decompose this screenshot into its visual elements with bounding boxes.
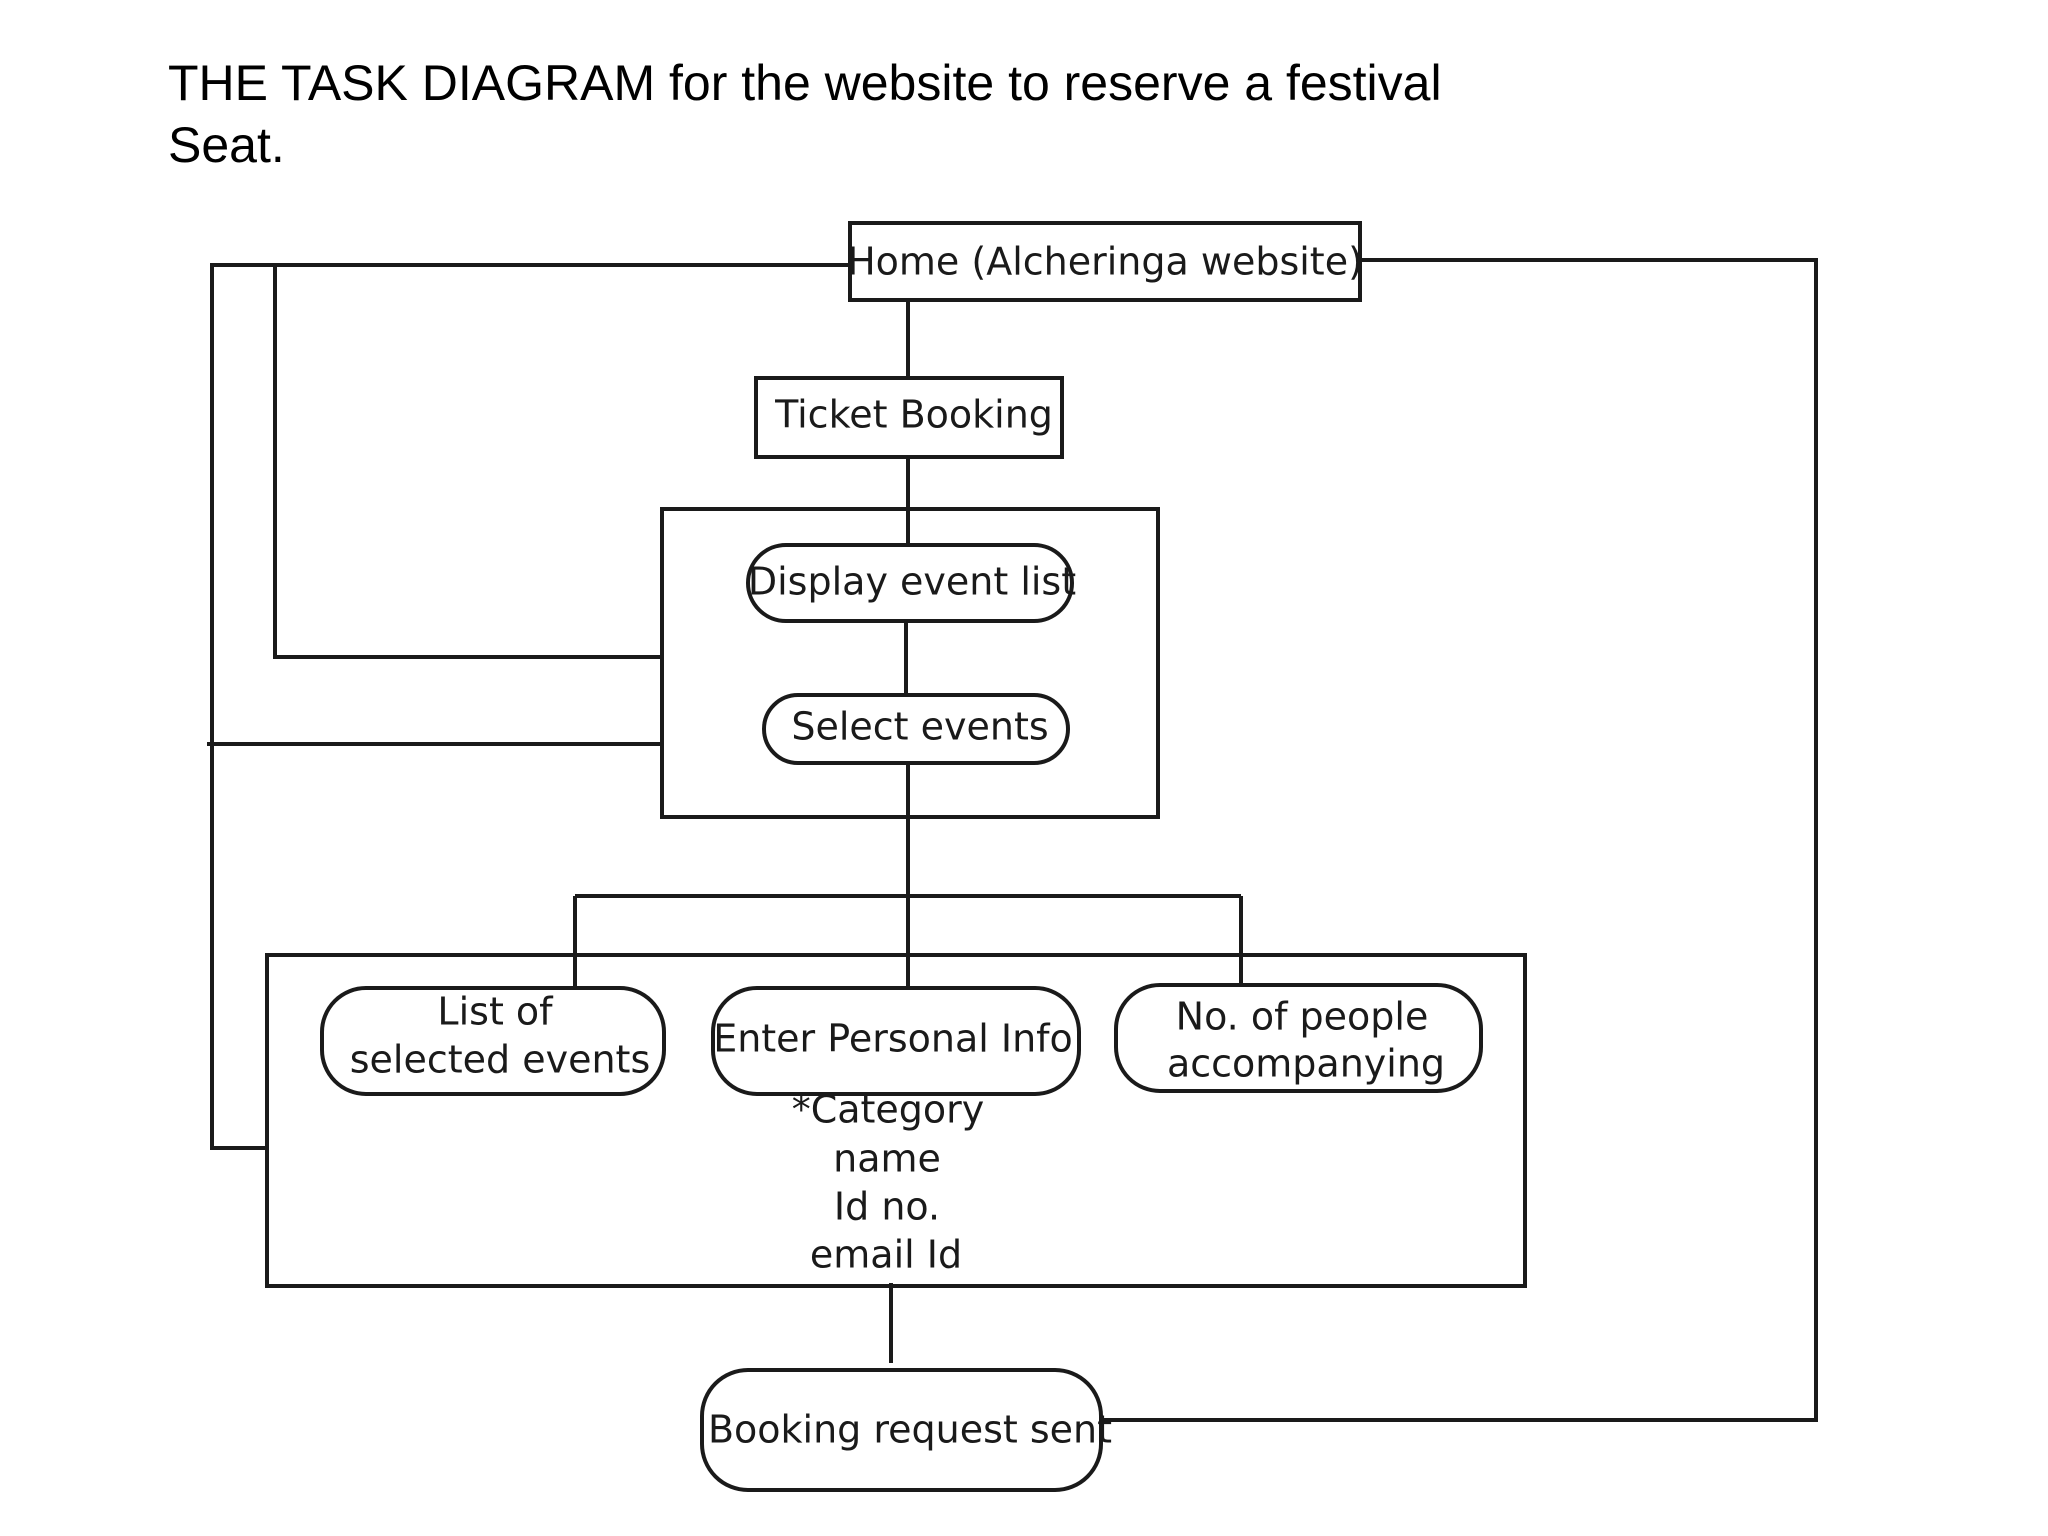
people-accompanying-label-1: No. of people [1176,995,1429,1039]
connector-home-to-inner-rail [273,265,662,659]
booking-request-sent-label: Booking request sent [708,1408,1112,1452]
select-events-label: Select events [791,705,1048,749]
event-selection-group [660,507,1160,819]
enter-personal-info-node: Enter Personal Info [711,986,1081,1096]
home-node: Home (Alcheringa website) [847,221,1363,302]
display-event-list-label: Display event list [748,560,1076,604]
display-event-list-node: Display event list [746,543,1076,623]
personal-info-detail-name: name [833,1137,941,1181]
ticket-booking-node: Ticket Booking [754,376,1064,459]
people-accompanying-node: No. of people accompanying [1114,983,1483,1093]
select-events-node: Select events [762,693,1070,765]
personal-info-detail-id: Id no. [834,1185,940,1229]
page-title-line-1: THE TASK DIAGRAM for the website to rese… [168,55,1442,111]
home-node-label: Home (Alcheringa website) [847,240,1363,284]
personal-info-detail-email: email Id [810,1233,962,1277]
ticket-booking-label: Ticket Booking [774,393,1053,437]
booking-request-sent-node: Booking request sent [700,1368,1112,1492]
list-selected-events-label-2: selected events [350,1038,651,1082]
page-title: THE TASK DIAGRAM for the website to rese… [168,52,1568,176]
enter-personal-info-label: Enter Personal Info [713,1017,1073,1061]
people-accompanying-label-2: accompanying [1167,1042,1445,1086]
list-selected-events-node: List of selected events [320,986,666,1096]
booking-details-group [265,953,1527,1288]
connectors [207,258,1818,1422]
connector-home-to-left-rail [210,263,850,1150]
list-selected-events-label-1: List of [437,990,554,1034]
personal-info-details: *Category name Id no. email Id [792,1088,985,1277]
personal-info-detail-category: *Category [792,1088,985,1132]
connector-home-to-right-rail [1101,258,1818,1422]
page-title-line-2: Seat. [168,117,285,173]
